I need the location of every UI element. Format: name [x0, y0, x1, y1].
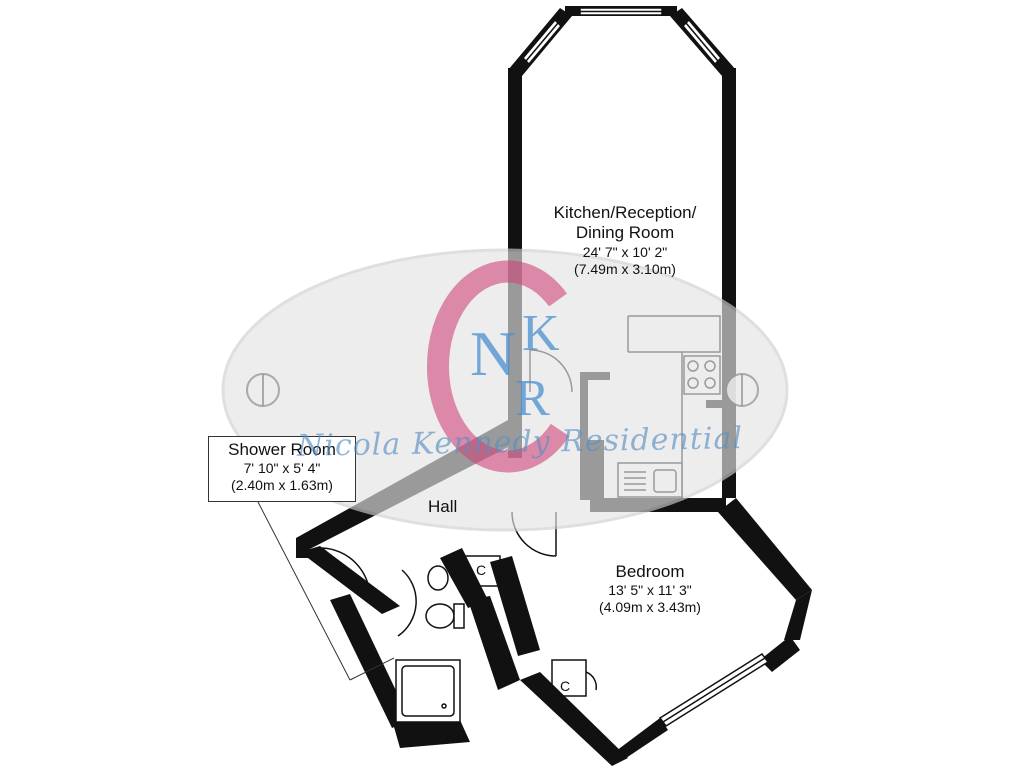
shower-label-arrow [349, 657, 395, 681]
shower-room-label: Shower Room 7' 10" x 5' 4" (2.40m x 1.63… [208, 436, 356, 502]
shower-room-name: Shower Room [228, 440, 336, 459]
bedroom-dim-imperial: 13' 5" x 11' 3" [608, 582, 692, 599]
bedroom-dim-metric: (4.09m x 3.43m) [599, 599, 701, 616]
svg-text:K: K [522, 305, 560, 362]
shower-room-dim-metric: (2.40m x 1.63m) [231, 477, 333, 494]
cupboard-1-label: C [476, 562, 487, 578]
bedroom-window [658, 652, 770, 728]
bedroom-walls [490, 498, 812, 766]
bay-windows [521, 7, 723, 66]
kitchen-name-line1: Kitchen/Reception/ [553, 203, 697, 222]
kitchen-dim-metric: (7.49m x 3.10m) [574, 260, 676, 277]
kitchen-name-line2: Dining Room [575, 223, 675, 243]
shower-room-walls [300, 546, 520, 748]
bathroom-fixtures [425, 565, 465, 629]
hall-label: Hall [428, 497, 458, 516]
watermark-logo: N K R [221, 248, 789, 532]
cupboard-2-label: C [560, 678, 571, 694]
kitchen-dim-imperial: 24' 7" x 10' 2" [582, 243, 668, 260]
bedroom-label: Bedroom 13' 5" x 11' 3" (4.09m x 3.43m) [570, 562, 730, 616]
shower-room-dim-imperial: 7' 10" x 5' 4" [243, 460, 321, 477]
shower-label-pointer [257, 501, 351, 681]
cupboards [463, 555, 598, 697]
bedroom-name: Bedroom [615, 562, 685, 581]
svg-text:N: N [470, 318, 516, 389]
svg-text:R: R [515, 370, 550, 427]
shower-tray [395, 659, 461, 723]
kitchen-label: Kitchen/Reception/ Dining Room 24' 7" x … [520, 203, 730, 277]
